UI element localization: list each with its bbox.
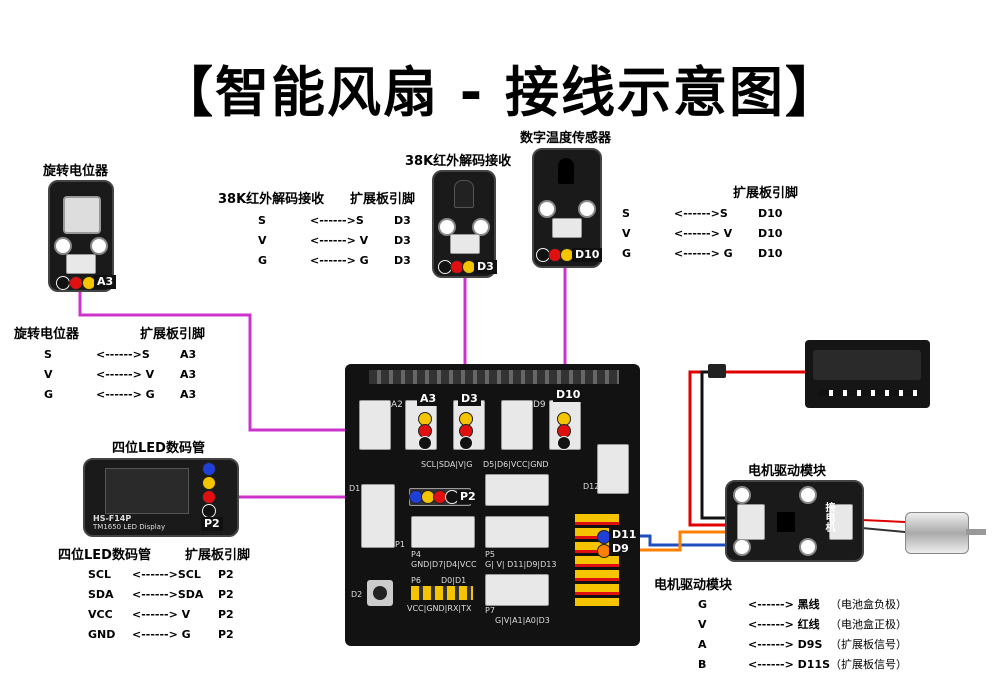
ir-title: 38K红外解码接收 <box>405 154 512 169</box>
motor-table-title: 电机驱动模块 <box>654 578 733 593</box>
battery-box <box>805 340 930 408</box>
motor-title: 电机驱动模块 <box>748 464 827 479</box>
ir-table-head: 扩展板引脚 <box>350 192 416 207</box>
motor-pin-table: G<------> 黑线（电池盒负极） V<------> 红线（电池盒正极） … <box>698 594 907 674</box>
potentiometer-module: A3 <box>48 180 117 292</box>
pot-table-head: 扩展板引脚 <box>140 327 206 342</box>
knob-icon <box>63 196 101 234</box>
wire-connector <box>708 364 726 378</box>
motor-output-label: 接电机 <box>823 502 834 532</box>
led-table-head: 扩展板引脚 <box>185 548 251 563</box>
ir-table-title: 38K红外解码接收 <box>218 192 325 207</box>
seven-segment-display <box>105 468 189 514</box>
port-tag-p2: P2 <box>201 517 223 531</box>
shield-tag-d9: D9 <box>609 542 632 556</box>
port-tag-a3: A3 <box>94 275 117 289</box>
pin-header <box>369 370 619 384</box>
wire-pot-a3 <box>78 290 418 432</box>
table-row: B<------> D11S（扩展板信号） <box>698 657 908 672</box>
port-tag-d10: D10 <box>572 248 603 262</box>
table-row: G<------> 黑线（电池盒负极） <box>698 597 908 612</box>
shield-tag-d10: D10 <box>553 388 584 402</box>
expansion-shield: A2 D9 D12 A3 D3 D10 SCL|SDA|V|G D5|D6|VC… <box>345 364 640 646</box>
shield-tag-a3: A3 <box>417 392 440 406</box>
dc-motor <box>905 512 986 554</box>
shield-tag-p2: P2 <box>457 490 479 504</box>
ir-sensor-icon <box>454 180 474 208</box>
temp-sensor-module: D10 <box>532 148 603 268</box>
temp-table-head: 扩展板引脚 <box>733 186 799 201</box>
pot-table-title: 旋转电位器 <box>14 327 80 342</box>
temp-title: 数字温度传感器 <box>520 131 612 146</box>
wire-d9-orange <box>610 530 730 552</box>
table-row: V<------> 红线（电池盒正极） <box>698 617 908 632</box>
reset-button[interactable] <box>367 580 393 606</box>
port-tag-d3: D3 <box>474 260 497 274</box>
table-row: A<------> D9S（扩展板信号） <box>698 637 908 652</box>
temperature-probe-icon <box>558 158 574 184</box>
page-title: 【智能风扇 - 接线示意图】 <box>158 61 841 124</box>
shield-tag-d3: D3 <box>458 392 481 406</box>
ir-receiver-module: D3 <box>432 170 497 278</box>
wire-battery-red <box>688 370 810 527</box>
motor-driver-module: 接电机 <box>725 480 864 562</box>
led-title: 四位LED数码管 <box>112 441 205 456</box>
led-display-module: HS-F14P TM1650 LED Display P2 <box>83 458 239 537</box>
shield-tag-d11: D11 <box>609 528 640 542</box>
pot-title: 旋转电位器 <box>43 164 109 179</box>
led-table-title: 四位LED数码管 <box>58 548 151 563</box>
